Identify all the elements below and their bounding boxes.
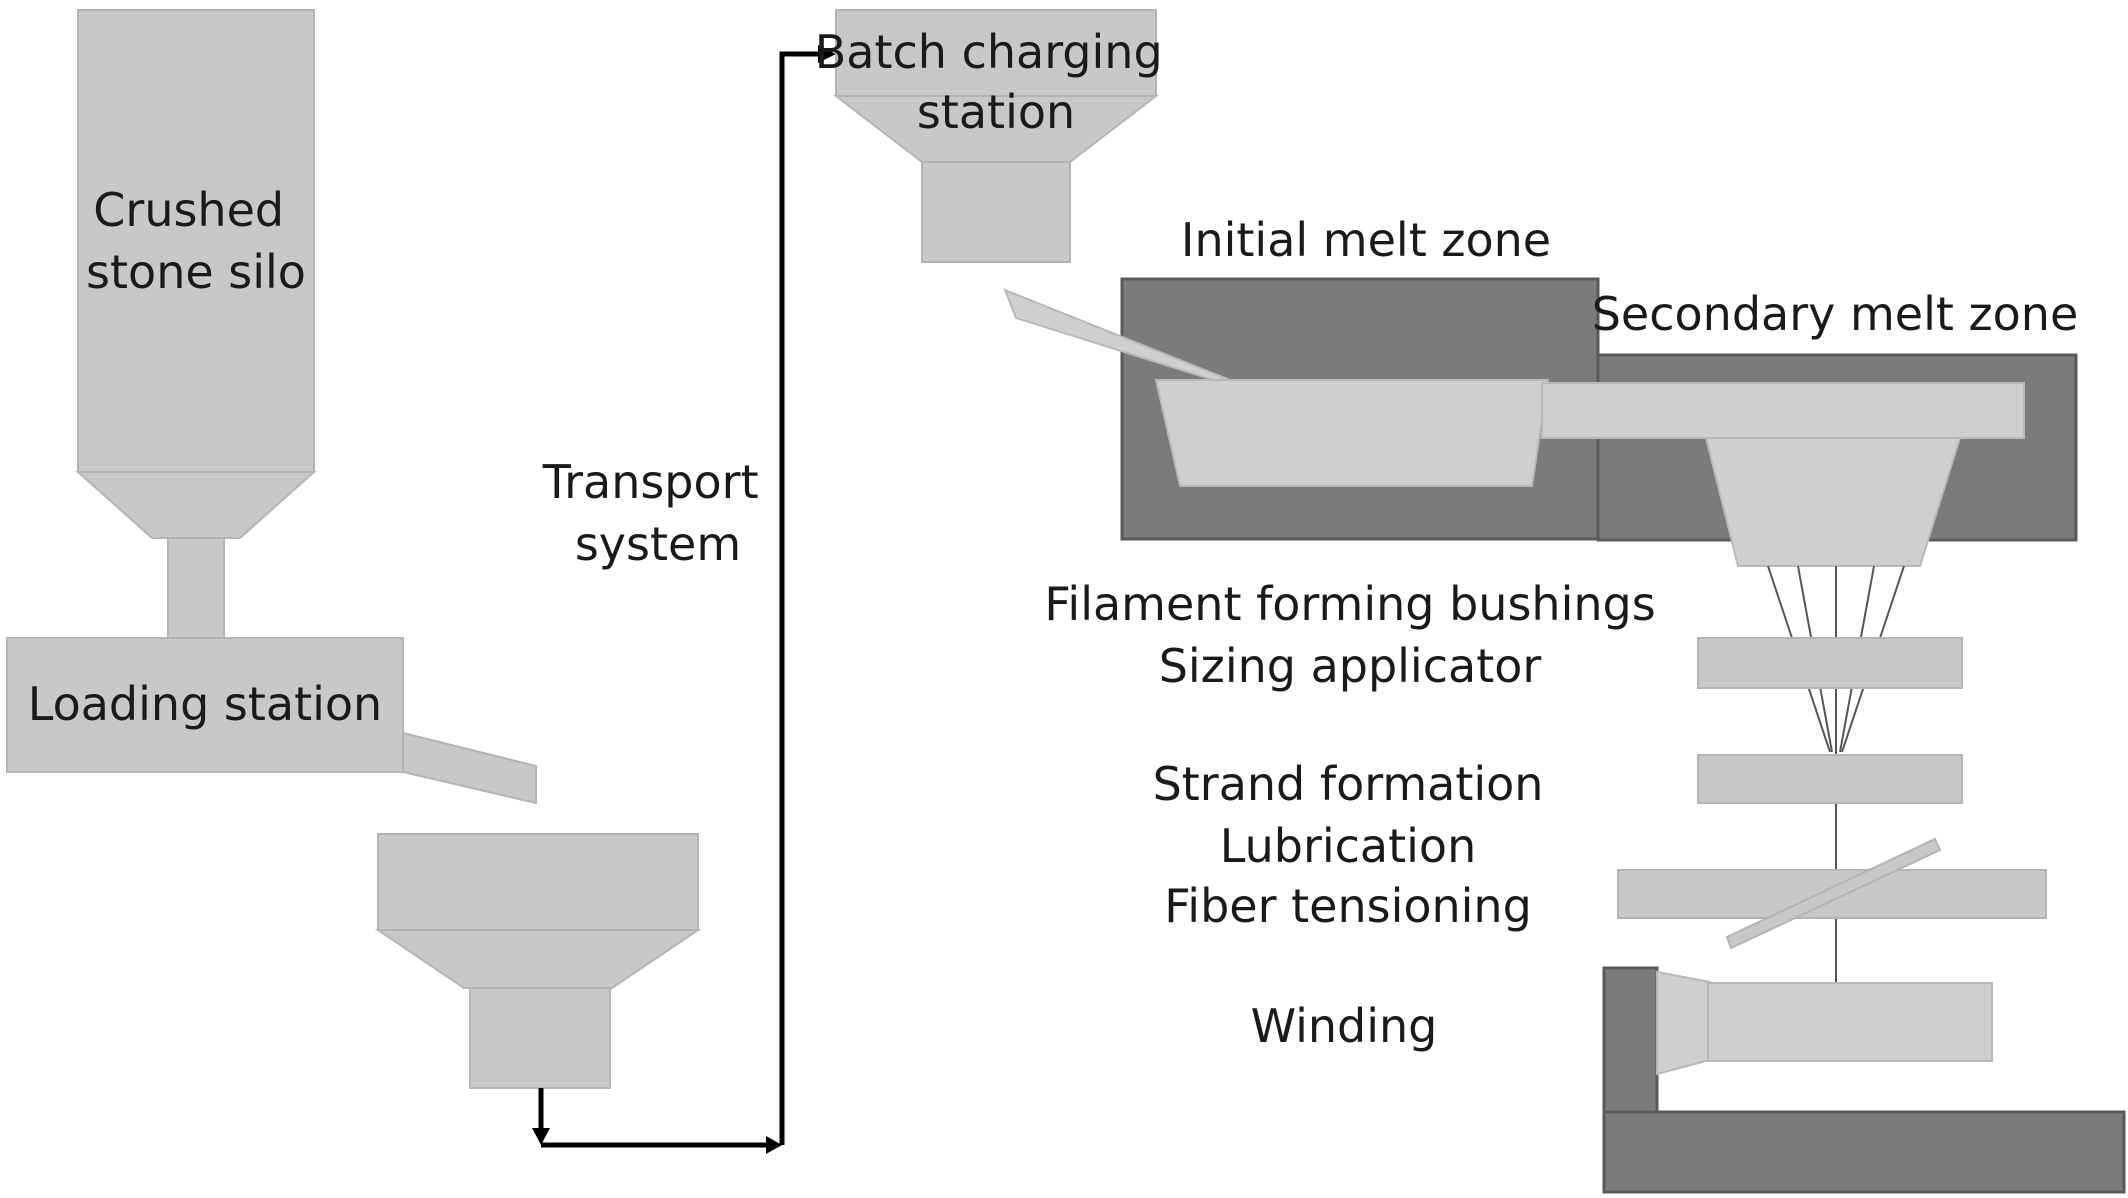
lower-hopper bbox=[374, 833, 702, 1089]
fiber-tensioning bbox=[1617, 837, 2047, 950]
crushed-stone-silo bbox=[75, 9, 317, 639]
crushed-stone-silo-label-line-1: Crushed bbox=[93, 183, 284, 237]
secondary-melt-zone-label: Secondary melt zone bbox=[1592, 287, 2079, 341]
crushed-stone-silo-label-line-2: stone silo bbox=[86, 245, 306, 299]
batch-charging-station-label: Batch charging station bbox=[815, 25, 1178, 139]
batch-charging-station-label-line-1: Batch charging bbox=[815, 25, 1163, 79]
sizing-applicator-label: Sizing applicator bbox=[1159, 639, 1542, 693]
transport-system-label-line-2: system bbox=[575, 517, 741, 571]
strand-formation-bar bbox=[1697, 754, 1963, 804]
fiber-tensioning-label: Fiber tensioning bbox=[1164, 879, 1532, 933]
batch-charging-station-label-line-2: station bbox=[917, 85, 1075, 139]
initial-melt-zone-label: Initial melt zone bbox=[1181, 213, 1551, 267]
loading-station bbox=[6, 637, 537, 805]
winder bbox=[1602, 966, 2126, 1194]
sizing-applicator bbox=[1697, 637, 1963, 689]
lubrication-label: Lubrication bbox=[1220, 819, 1476, 873]
transport-system-label-line-1: Transport bbox=[542, 455, 759, 509]
strand-formation-label: Strand formation bbox=[1153, 757, 1544, 811]
melt-channel bbox=[1154, 379, 2025, 567]
crushed-stone-silo-label: Crushed stone silo bbox=[86, 183, 306, 299]
loading-station-label: Loading station bbox=[28, 677, 382, 731]
batch-charging-station bbox=[833, 9, 1159, 263]
winding-label: Winding bbox=[1251, 999, 1438, 1053]
transport-arrow bbox=[532, 45, 836, 1154]
filament-forming-bushings-label: Filament forming bushings bbox=[1044, 577, 1655, 631]
transport-system-label: Transport system bbox=[542, 455, 773, 571]
